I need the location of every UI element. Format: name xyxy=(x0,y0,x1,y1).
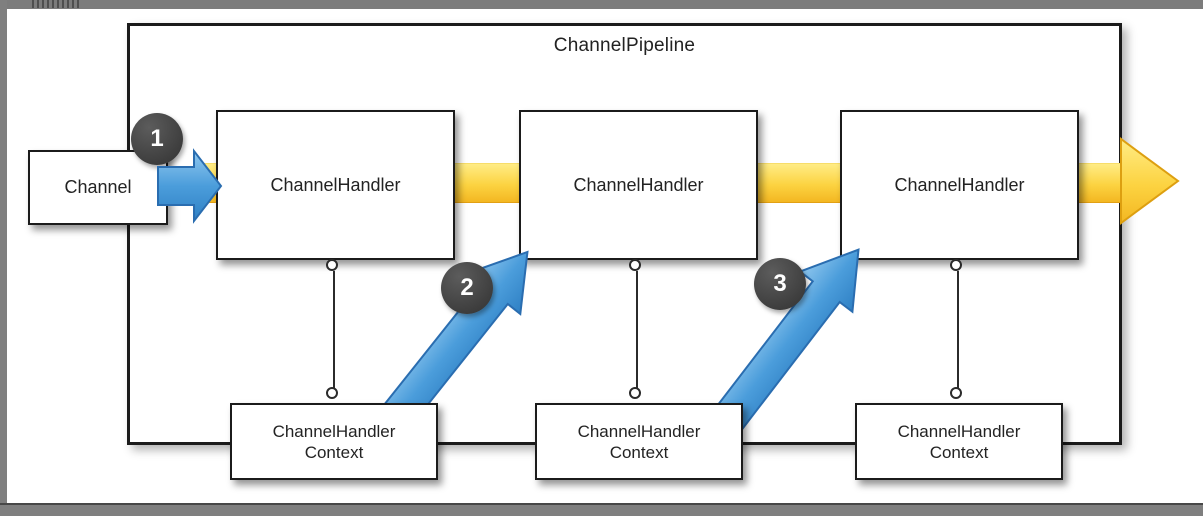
connector-node-icon xyxy=(326,387,338,399)
channel-handler-context-box-2: ChannelHandler Context xyxy=(535,403,743,480)
context-label-line2: Context xyxy=(929,442,989,462)
context-label-line1: ChannelHandler xyxy=(272,421,396,441)
frame-left-bar xyxy=(0,0,7,516)
step-badge-3: 3 xyxy=(754,258,806,310)
connector-node-icon xyxy=(950,259,962,271)
channel-label: Channel xyxy=(64,177,132,197)
handler-context-connector-1 xyxy=(333,271,335,393)
channel-handler-box-2: ChannelHandler xyxy=(519,110,758,260)
channel-handler-label: ChannelHandler xyxy=(894,174,1025,195)
channel-handler-label: ChannelHandler xyxy=(270,174,401,195)
channel-handler-context-box-1: ChannelHandler Context xyxy=(230,403,438,480)
handler-context-connector-3 xyxy=(957,271,959,393)
channel-handler-context-box-3: ChannelHandler Context xyxy=(855,403,1063,480)
context-label-line2: Context xyxy=(609,442,669,462)
channel-box: Channel xyxy=(28,150,168,225)
frame-top-bar xyxy=(0,0,1203,9)
connector-node-icon xyxy=(326,259,338,271)
context-label-line1: ChannelHandler xyxy=(897,421,1021,441)
channel-handler-box-3: ChannelHandler xyxy=(840,110,1079,260)
handler-context-connector-2 xyxy=(636,271,638,393)
flow-arrow-head-icon xyxy=(1120,137,1180,225)
step-badge-2-number: 2 xyxy=(460,274,474,301)
connector-node-icon xyxy=(629,387,641,399)
pipeline-title: ChannelPipeline xyxy=(553,35,696,56)
context-label-line1: ChannelHandler xyxy=(577,421,701,441)
step-badge-1: 1 xyxy=(131,113,183,165)
connector-node-icon xyxy=(629,259,641,271)
frame-bottom-bar xyxy=(0,503,1203,516)
channel-handler-box-1: ChannelHandler xyxy=(216,110,455,260)
step-badge-1-number: 1 xyxy=(150,125,164,152)
step-badge-3-number: 3 xyxy=(773,270,787,297)
channel-handler-label: ChannelHandler xyxy=(573,174,704,195)
connector-node-icon xyxy=(950,387,962,399)
top-edge-artifact xyxy=(32,0,80,8)
context-label-line2: Context xyxy=(304,442,364,462)
step-badge-2: 2 xyxy=(441,262,493,314)
